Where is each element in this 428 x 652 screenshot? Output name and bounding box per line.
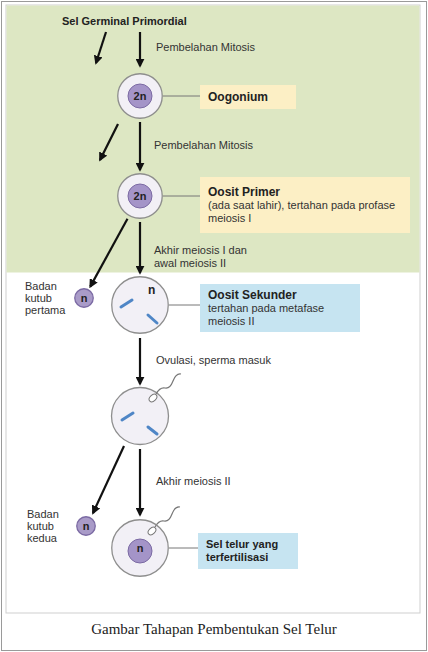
ploidy-label: 2n [117,73,163,119]
ovulated-cell [112,388,169,445]
leader-line [169,305,200,306]
cell-outline-circle [112,277,169,334]
ploidy-label: n [148,283,155,297]
chromosome [148,427,157,434]
cell-body [118,174,162,218]
arrow-label: Pembelahan Mitosis [156,41,255,54]
arrow [93,446,124,513]
polar-body: Badan kutub pertaman [74,288,94,308]
mitosis-band [7,6,420,273]
secondary-oocyte-cell: n [111,276,169,334]
stage-label-box: Sel telur yang terfertilisasi [198,533,298,569]
origin-label: Sel Germinal Primordial [62,15,187,28]
leader-line [169,548,198,549]
stage-label-box: Oosit Sekundertertahan pada metafase mei… [200,284,360,332]
arrow-label: Ovulasi, sperma masuk [156,354,271,367]
figure-caption: Gambar Tahapan Pembentukan Sel Telur [0,620,428,638]
arrow [139,32,141,66]
arrow [139,338,141,384]
leader-line [163,96,200,97]
arrow-label: Akhir meiosis I dan awal meiosis II [154,244,266,270]
polar-body: Badan kutub keduan [76,516,96,536]
arrow [100,124,118,160]
stage-text: Oogonium [208,90,288,104]
fertilized-egg-cell: n [111,519,169,577]
stage-arrow [90,219,127,287]
cell-outline-circle [112,520,169,577]
panel-frame [6,5,420,613]
sperm-head [148,393,159,404]
arrow [96,32,106,63]
sperm-tail [156,374,181,394]
cell-body [112,277,168,333]
chromosome [121,300,132,307]
stage-text: Oosit Sekunder [208,288,352,302]
oogonium-cell: 2n [117,73,163,119]
chromosome [148,315,157,323]
cell-outline-circle [75,289,94,308]
leader-line [163,196,200,197]
stage-arrow [139,222,141,273]
arrow-label: Akhir meiosis II [156,475,231,488]
cell-body [112,520,168,576]
cell-outline-circle [77,517,96,536]
primary-oocyte-cell: 2n [117,173,163,219]
callout-text: Badan kutub kedua [27,508,71,544]
stage-text: tertahan pada metafase meiosis II [208,302,352,328]
stage-label-box: Oosit Primer(ada saat lahir), tertahan p… [200,177,410,233]
ploidy-label: n [111,519,169,577]
sperm-tail [155,507,180,527]
sperm-head [147,526,158,537]
cell-outline-circle [118,74,163,119]
callout-text: Badan kutub pertama [25,280,69,316]
ploidy-label: n [74,288,94,308]
stage-text: Oosit Primer [208,185,402,199]
ploidy-label: 2n [117,173,163,219]
cell-outline-circle [118,174,163,219]
chromosome [122,413,133,420]
ploidy-label: n [76,516,96,536]
arrow-label: Pembelahan Mitosis [154,139,274,152]
stage-text: (ada saat lahir), tertahan pada profase … [208,199,402,225]
arrow [139,449,141,515]
stage-text: Sel telur yang terfertilisasi [206,538,290,564]
stage-label-box: Oogonium [200,85,296,109]
cell-outline [111,276,169,334]
stage-arrow [139,122,141,170]
cell-body [118,74,162,118]
